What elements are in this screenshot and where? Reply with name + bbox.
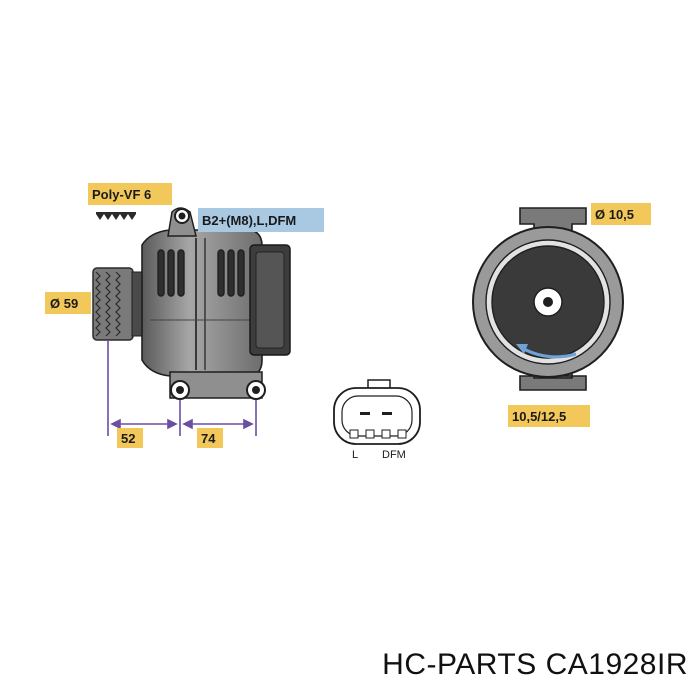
belt-label-text: Poly-VF 6 (92, 187, 151, 202)
pulley-diameter-label: Ø 59 (45, 292, 91, 314)
mount-hole-bottom-text: 10,5/12,5 (512, 409, 566, 424)
top-mount-ear (167, 207, 197, 237)
part-number: CA1928IR (545, 648, 688, 681)
connector-plug (333, 379, 421, 445)
terminals-label: B2+(M8),L,DFM (198, 208, 324, 232)
pulley-diameter-text: Ø 59 (50, 296, 78, 311)
plug-pin-dfm (382, 412, 392, 415)
plug-pin-l (360, 412, 370, 415)
mount-distance-right-label: 74 (197, 428, 223, 448)
pulley (92, 267, 143, 341)
mount-distance-right-text: 74 (201, 431, 216, 446)
mount-distance-left-text: 52 (121, 431, 135, 446)
alternator-front-view (472, 207, 624, 391)
mount-distance-left-label: 52 (117, 428, 143, 448)
housing (141, 229, 263, 377)
alternator-side-view (92, 207, 291, 436)
brand-name: HC-PARTS (382, 648, 537, 681)
belt-label: Poly-VF 6 (88, 183, 172, 205)
plug-pin-left-label: L (352, 449, 358, 461)
dimension-lines (107, 340, 257, 436)
plug-pin-right-label: DFM (382, 449, 406, 461)
rear-cover (249, 244, 291, 356)
mount-hole-top-text: Ø 10,5 (595, 207, 634, 222)
belt-profile-icon (96, 212, 136, 220)
mount-hole-bottom-label: 10,5/12,5 (508, 405, 590, 427)
rotation-arrow (516, 344, 577, 359)
bottom-mount-bracket (169, 371, 266, 400)
mount-hole-top-label: Ø 10,5 (591, 203, 651, 225)
product-caption: HC-PARTS CA1928IR (382, 648, 688, 682)
terminals-label-text: B2+(M8),L,DFM (202, 213, 296, 228)
